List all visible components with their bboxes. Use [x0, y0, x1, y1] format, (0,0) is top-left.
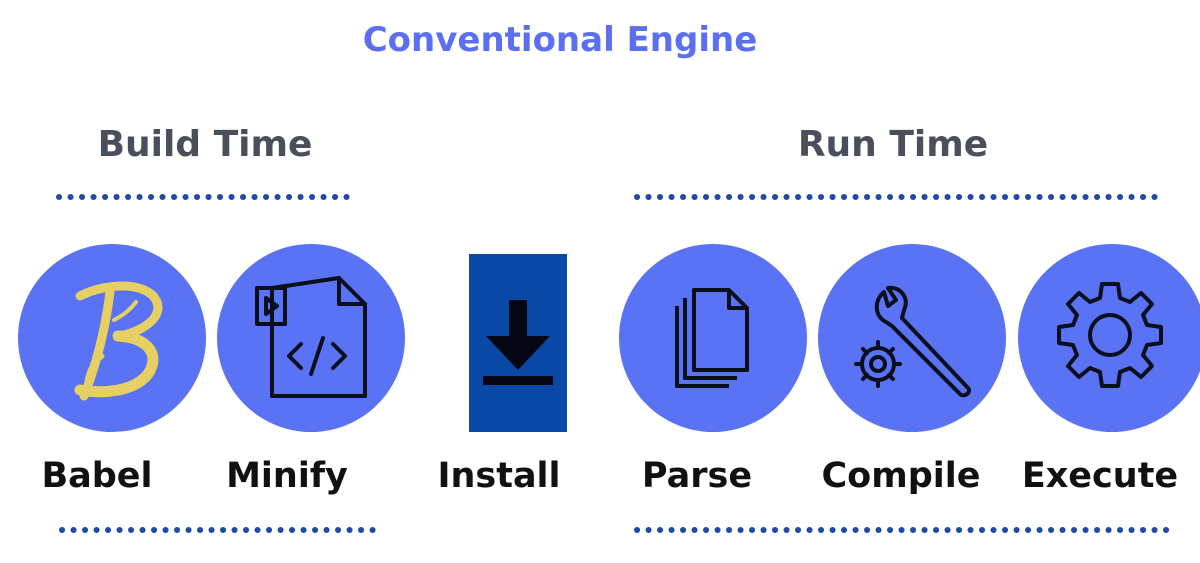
step-label-install: Install — [437, 456, 561, 496]
gear-icon — [1057, 282, 1163, 388]
build-time-top-divider — [55, 193, 360, 201]
wrench-gear-icon — [854, 285, 971, 398]
run-time-top-divider — [633, 193, 1163, 201]
execute-step-circle — [1018, 244, 1200, 432]
parse-step-circle — [619, 244, 807, 432]
install-step-box — [469, 254, 567, 432]
step-label-compile: Compile — [821, 456, 981, 496]
babel-step-circle — [18, 244, 206, 432]
code-file-icon — [255, 276, 367, 398]
download-icon — [483, 300, 553, 385]
step-label-parse: Parse — [641, 456, 753, 496]
babel-logo-icon — [74, 281, 163, 401]
step-label-execute: Execute — [1021, 456, 1179, 496]
step-label-babel: Babel — [41, 456, 153, 496]
documents-icon — [675, 288, 749, 388]
build-time-heading: Build Time — [97, 124, 313, 165]
step-label-minify: Minify — [226, 456, 348, 496]
run-time-heading: Run Time — [797, 124, 989, 165]
build-time-bottom-divider — [58, 526, 380, 534]
compile-step-circle — [818, 244, 1006, 432]
run-time-bottom-divider — [633, 526, 1178, 534]
minify-step-circle — [217, 244, 405, 432]
diagram-title: Conventional Engine — [362, 20, 758, 60]
